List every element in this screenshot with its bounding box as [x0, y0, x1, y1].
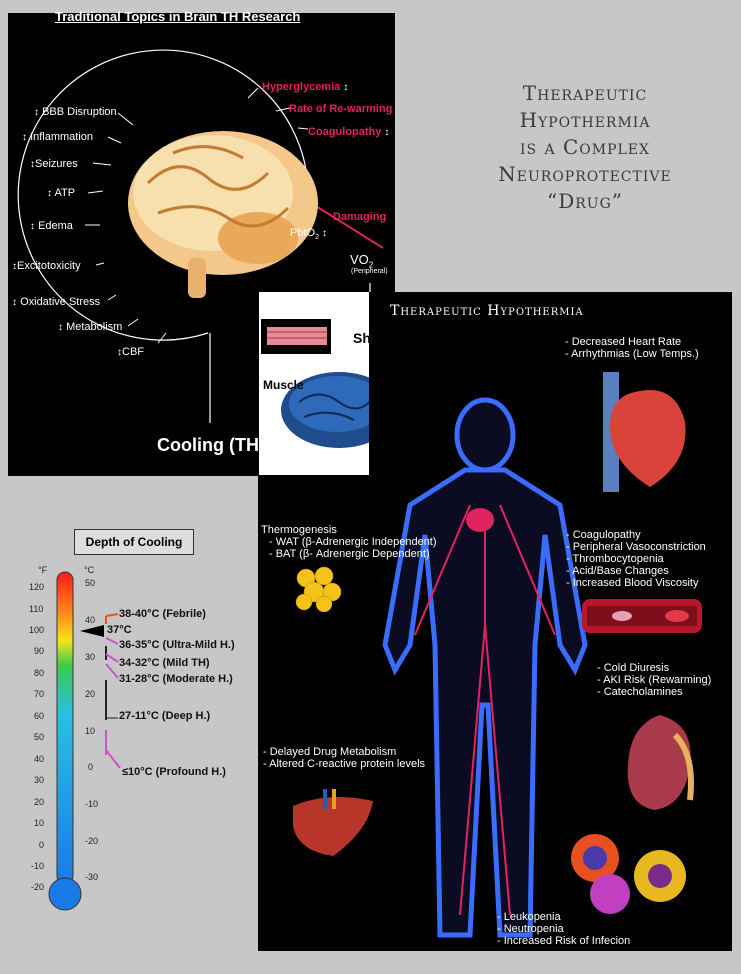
immune-notes: - Leukopenia - Neutropenia - Increased R…: [497, 911, 631, 947]
vo2-label: VO2: [350, 252, 374, 270]
depth-of-cooling-title: Depth of Cooling: [74, 529, 194, 555]
normal-temp-label: 37°C: [107, 624, 132, 636]
c-tick: 10: [85, 726, 96, 736]
f-tick: 90: [34, 646, 45, 656]
f-tick: 80: [34, 668, 45, 678]
seizures-label: ↕Seizures: [30, 158, 78, 170]
c-tick: 0: [88, 762, 94, 772]
headline: Therapeutic Hypothermia is a Complex Neu…: [498, 81, 672, 213]
thermogenesis-notes: Thermogenesis - WAT (β-Adrenergic Indepe…: [261, 524, 437, 560]
hyperglycemia-label: Hyperglycemia ↕: [262, 81, 349, 93]
f-tick: 100: [29, 625, 45, 635]
c-tick: 20: [85, 689, 96, 699]
kidney-notes: - Cold Diuresis - AKI Risk (Rewarming) -…: [597, 662, 712, 698]
muscle-brain-illustration: [261, 319, 369, 448]
muscle-label: Muscle: [263, 378, 304, 392]
f-tick: 110: [29, 604, 44, 614]
f-tick: -20: [31, 882, 45, 892]
c-tick: 50: [85, 578, 96, 588]
oxidative-stress-label: ↕ Oxidative Stress: [12, 296, 101, 308]
celsius-unit: °C: [84, 565, 95, 575]
f-tick: 30: [34, 775, 45, 785]
blood-vessel-illustration: [582, 599, 702, 633]
fat-cells-illustration: [295, 566, 342, 612]
f-tick: 50: [34, 732, 45, 742]
f-tick: 20: [34, 797, 45, 807]
f-tick: 0: [39, 840, 45, 850]
cooling-label: Cooling (TH): [157, 435, 265, 455]
liver-illustration: [293, 789, 373, 856]
febrile-label: 38-40°C (Febrile): [119, 608, 206, 620]
liver-notes: - Delayed Drug Metabolism - Altered C-re…: [263, 746, 426, 770]
atp-label: ↕ ATP: [47, 187, 76, 199]
blood-notes: - Coagulopathy - Peripheral Vasoconstric…: [566, 529, 706, 589]
moderate-label: 31-28°C (Moderate H.): [119, 673, 233, 685]
brain-research-diagram: [17, 49, 384, 423]
c-tick: 40: [85, 615, 96, 625]
excitotoxicity-label: ↕Excitotoxicity: [12, 260, 81, 272]
brain-illustration: [128, 131, 318, 298]
f-tick: 70: [34, 689, 45, 699]
edema-label: ↕ Edema: [30, 220, 73, 232]
coagulopathy-label: Coagulopathy ↕: [308, 126, 390, 138]
bbb-label: ↕ BBB Disruption: [34, 106, 117, 118]
f-tick: 10: [34, 818, 45, 828]
deep-label: 27-11°C (Deep H.): [119, 710, 211, 722]
metabolism-label: ↕ Metabolism: [58, 321, 123, 333]
immune-cells-illustration: [571, 834, 686, 914]
hypothermia-title: Therapeutic Hypothermia: [390, 303, 584, 319]
fahrenheit-unit: °F: [38, 565, 48, 575]
inflammation-label: ↕ Inflammation: [22, 131, 94, 143]
heart-notes: - Decreased Heart Rate - Arrhythmias (Lo…: [565, 336, 699, 360]
f-tick: 60: [34, 711, 45, 721]
vo2-peripheral-label: (Peripheral): [351, 268, 388, 275]
kidney-illustration: [627, 715, 694, 810]
thermometer: [48, 571, 82, 911]
heart-illustration: [603, 372, 686, 492]
cooling-range-markers: [80, 613, 121, 769]
profound-label: ≤10°C (Profound H.): [122, 766, 226, 778]
c-tick: -10: [85, 799, 99, 809]
cbf-label: ↕CBF: [117, 346, 144, 358]
human-body-figure: [382, 397, 588, 938]
ultra-mild-label: 36-35°C (Ultra-Mild H.): [119, 639, 235, 651]
shivering-label: Shivering: [353, 330, 417, 346]
c-tick: 30: [85, 652, 96, 662]
f-tick: 120: [29, 582, 45, 592]
mild-label: 34-32°C (Mild TH): [119, 657, 210, 669]
c-tick: -20: [85, 836, 99, 846]
c-tick: -30: [85, 872, 99, 882]
f-tick: -10: [31, 861, 45, 871]
f-tick: 40: [34, 754, 45, 764]
pbto2-label: PbtO2 ↕: [290, 227, 328, 242]
brain-research-title: Traditional Topics in Brain TH Research: [55, 9, 301, 24]
damaging-label: Damaging: [333, 211, 387, 223]
rewarming-label: Rate of Re-warming: [289, 103, 393, 115]
